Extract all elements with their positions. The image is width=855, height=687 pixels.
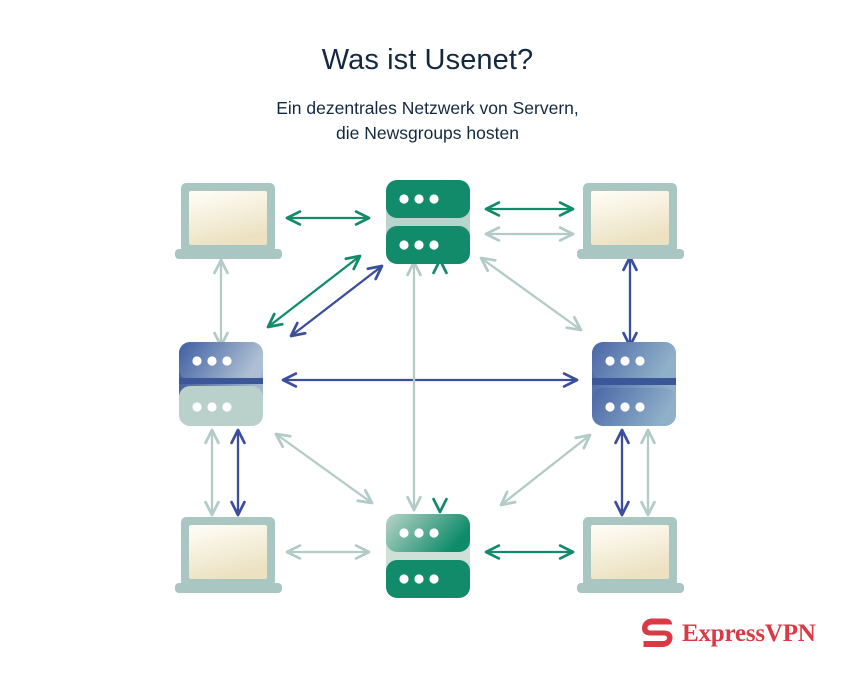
expressvpn-logo-icon <box>642 618 673 647</box>
expressvpn-logo-text: ExpressVPN <box>682 619 816 647</box>
connection-top-center-to-middle-right <box>479 256 583 332</box>
node-server-middle-right <box>592 342 676 426</box>
expressvpn-logo: ExpressVPN <box>641 612 816 654</box>
connection-layer <box>204 201 656 560</box>
connection-middle-left-to-top-center-green <box>266 254 362 329</box>
page-subtitle: Ein dezentrales Netzwerk von Servern, di… <box>276 98 579 143</box>
connection-middle-left-to-bottom-center <box>274 432 374 505</box>
connection-bottom-center-to-middle-right <box>499 433 592 507</box>
node-laptop-top-left <box>175 183 282 259</box>
node-server-bottom-center <box>386 514 470 598</box>
node-laptop-bottom-right <box>577 517 684 593</box>
page-title: Was ist Usenet? <box>321 44 534 76</box>
usenet-network-diagram: .ln{fill:none;stroke-width:2.3;stroke-li… <box>175 180 684 598</box>
node-server-middle-left <box>179 342 263 426</box>
node-server-top-center <box>386 180 470 264</box>
node-laptop-bottom-left <box>175 517 282 593</box>
connection-middle-left-to-top-center-blue <box>289 264 384 338</box>
node-laptop-top-right <box>577 183 684 259</box>
